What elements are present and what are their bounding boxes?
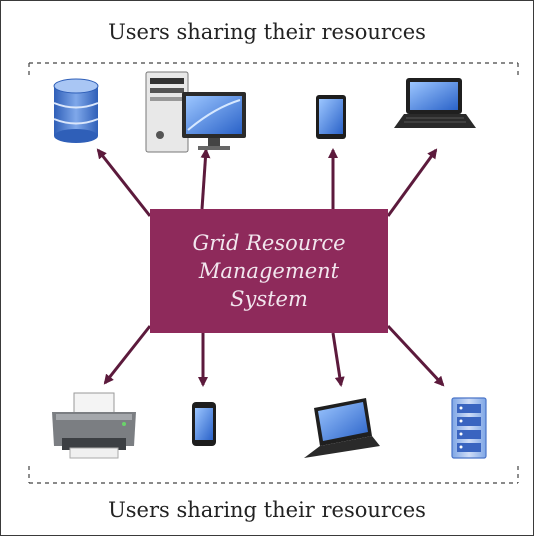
tablet-icon xyxy=(316,95,346,139)
user-group-box xyxy=(28,62,519,484)
server-rack-icon xyxy=(451,397,487,459)
grid-resource-management-system-box: Grid Resource Management System xyxy=(150,209,388,333)
top-caption: Users sharing their resources xyxy=(108,20,426,44)
laptop-icon xyxy=(304,398,380,458)
hub-label-line-3: System xyxy=(230,287,308,311)
smartphone-icon xyxy=(192,402,216,446)
laptop-icon xyxy=(394,78,476,128)
bottom-caption: Users sharing their resources xyxy=(108,498,426,522)
arrow-to-desktop xyxy=(200,148,211,210)
desktop-computer-icon xyxy=(145,71,246,153)
arrow-to-laptop-top xyxy=(386,148,438,217)
arrow-to-server-rack xyxy=(386,324,445,387)
database-icon xyxy=(53,78,99,143)
hub-label-line-1: Grid Resource xyxy=(192,231,346,255)
arrow-to-printer xyxy=(103,325,152,385)
arrow-to-laptop-bottom xyxy=(331,332,345,387)
printer-icon xyxy=(52,392,136,459)
arrow-to-database xyxy=(96,148,152,217)
hub-label-line-2: Management xyxy=(198,259,340,283)
